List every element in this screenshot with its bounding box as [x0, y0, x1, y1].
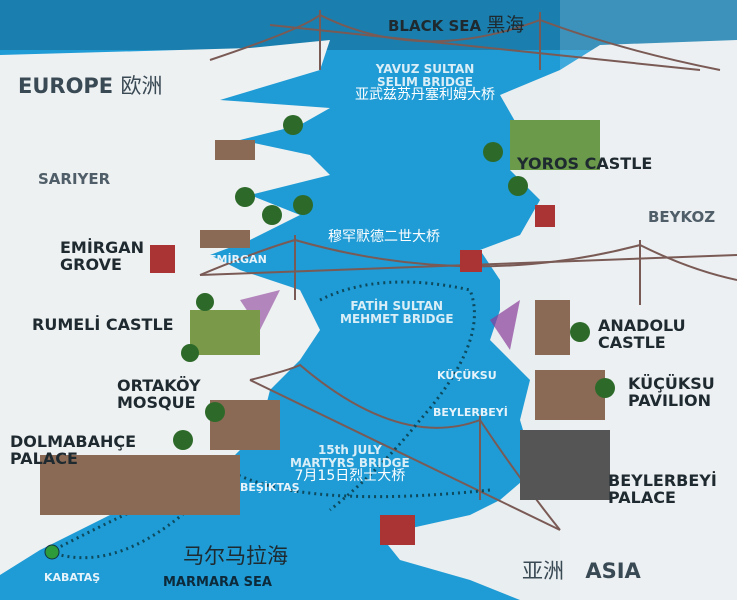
pier-kabatas — [44, 544, 60, 560]
rumeli-castle-label: RUMELİ CASTLE — [32, 315, 174, 334]
yavuz-bridge — [209, 10, 721, 71]
marmara-sea-label: MARMARA SEA — [163, 575, 272, 590]
asia-label: 亚洲 ASIA — [522, 559, 641, 583]
yoros-castle-label: YOROS CASTLE — [517, 154, 653, 173]
kabatas-label: KABATAŞ — [44, 571, 101, 584]
emirgan-label: EMİRGAN — [209, 253, 267, 266]
beylerbeyi-label: BEYLERBEYİ — [433, 406, 508, 419]
beykoz-label: BEYKOZ — [648, 208, 716, 226]
black-sea-label: BLACK SEA 黑海 — [388, 14, 525, 36]
landmark-illustrations — [40, 120, 610, 545]
kucuksu-label: KÜÇÜKSU — [437, 369, 497, 382]
besiktas-label: BEŞİKTAŞ — [240, 481, 300, 494]
trees — [173, 115, 615, 450]
fatih-bridge-cn-label: 穆罕默德二世大桥 — [328, 229, 440, 245]
marmara-sea-cn-label: 马尔马拉海 — [183, 544, 288, 568]
sariyer-label: SARIYER — [38, 170, 111, 188]
europe-label: EUROPE 欧洲 — [18, 74, 163, 98]
